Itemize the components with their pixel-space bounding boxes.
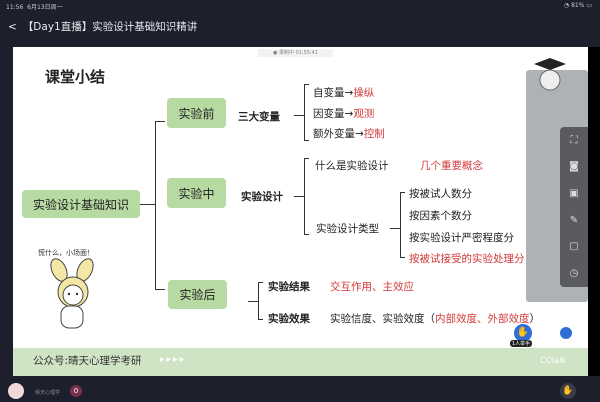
variable-item: 因变量→观测: [313, 108, 375, 120]
design-note: 几个重要概念: [420, 160, 483, 172]
node-before: 实验前: [167, 98, 226, 128]
recording-indicator: ● 录制中 01:55:41: [258, 49, 333, 57]
results-text: 交互作用、主效应: [330, 281, 414, 293]
footer-arrows: ▶ ▶ ▶ ▶: [160, 356, 185, 363]
bracket: [304, 84, 309, 141]
folder-icon[interactable]: ▢: [569, 241, 579, 253]
node-during: 实验中: [167, 178, 226, 208]
video-icon[interactable]: ▣: [569, 188, 579, 200]
pen-icon[interactable]: ✎: [569, 214, 579, 226]
hand-icon[interactable]: ✋: [560, 383, 576, 399]
design-what: 什么是实验设计: [315, 160, 389, 172]
cctalk-logo: CCtalk: [540, 356, 567, 365]
avatar[interactable]: [8, 383, 24, 399]
root-node: 实验设计基础知识: [22, 190, 140, 218]
connector: [248, 301, 258, 302]
mascot-caption: 慌什么，小场面！: [38, 249, 94, 257]
design-type: 按被试接受的实验处理分: [409, 253, 525, 265]
timer-icon[interactable]: ◷: [569, 268, 579, 280]
connector: [294, 115, 305, 116]
fullscreen-icon[interactable]: ⛶: [570, 134, 578, 146]
bracket: [400, 192, 405, 258]
design-type: 按实验设计严密程度分: [409, 232, 514, 244]
node-after: 实验后: [168, 280, 227, 309]
like-count[interactable]: 0: [70, 385, 82, 397]
slide-footer: [13, 348, 588, 376]
mascot-graduation-icon: [534, 58, 566, 91]
variable-item: 额外变量→控制: [313, 128, 385, 140]
connector: [155, 121, 156, 290]
effect-label: 实验效果: [268, 313, 310, 325]
page-title: 【Day1直播】实验设计基础知识精讲: [22, 21, 198, 33]
design-types-label: 实验设计类型: [316, 223, 379, 235]
bracket: [304, 158, 309, 235]
status-time: 11:56 6月13日周一: [6, 4, 63, 11]
hand-count-badge: 1人举手: [510, 340, 533, 347]
effect-text: 实验信度、实验效度（内部效度、外部效度）: [330, 313, 540, 325]
camera-icon[interactable]: ◙: [569, 161, 579, 173]
design-type: 按被试人数分: [409, 188, 472, 200]
connector: [155, 289, 165, 290]
connector: [294, 196, 305, 197]
topic-design: 实验设计: [241, 191, 283, 203]
header: < 【Day1直播】实验设计基础知识精讲: [8, 19, 197, 34]
chat-button[interactable]: [557, 324, 575, 342]
back-button[interactable]: <: [8, 21, 17, 33]
status-battery: ◔ 81% ▭: [563, 2, 592, 9]
raise-hand-button[interactable]: ✋: [514, 324, 532, 342]
variable-item: 自变量→操纵: [313, 87, 375, 99]
footer-text: 公众号:晴天心理学考研: [33, 355, 142, 367]
topic-variables: 三大变量: [238, 111, 280, 123]
design-type: 按因素个数分: [409, 210, 472, 222]
tool-panel: ⛶ ◙ ▣ ✎ ▢ ◷: [560, 127, 588, 287]
host-name: 晴天心理学: [35, 390, 61, 396]
connector: [390, 228, 400, 229]
rabbit-mascot-icon: [50, 258, 94, 329]
results-label: 实验结果: [268, 281, 310, 293]
side-border: [588, 47, 600, 376]
connector: [140, 204, 155, 205]
connector: [155, 121, 165, 122]
slide-heading: 课堂小结: [45, 68, 106, 86]
bracket: [258, 282, 263, 320]
